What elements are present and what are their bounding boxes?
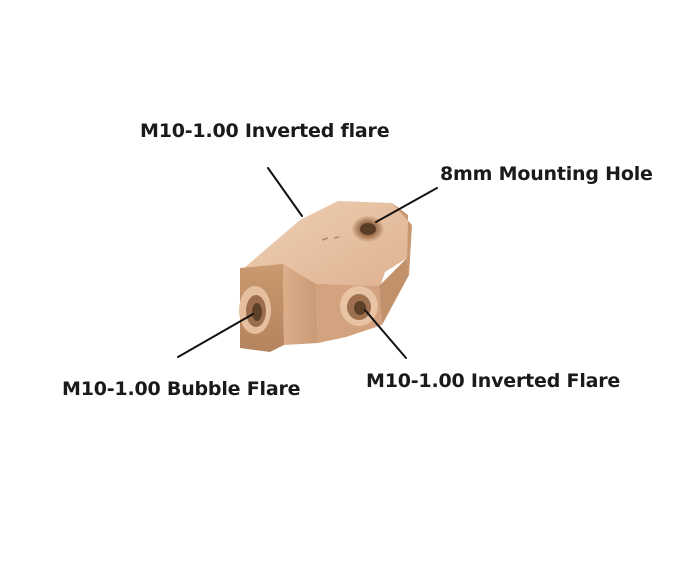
leader-bubble-port (177, 313, 254, 358)
leader-lines (177, 167, 438, 359)
bubble-flare-port (239, 286, 271, 334)
leader-top-port (267, 167, 303, 217)
label-mounting-hole: 8mm Mounting Hole (440, 163, 653, 185)
engraving-marks (321, 236, 340, 241)
fitting-front-face (283, 264, 318, 345)
label-top-inverted-flare: M10-1.00 Inverted flare (140, 120, 390, 142)
leader-front-port (364, 309, 407, 359)
label-bubble-flare: M10-1.00 Bubble Flare (62, 378, 301, 400)
fitting-right-face (392, 203, 412, 275)
label-front-inverted-flare: M10-1.00 Inverted Flare (366, 370, 621, 392)
inverted-flare-front-port (340, 286, 378, 326)
leader-mounting-hole (375, 187, 438, 223)
